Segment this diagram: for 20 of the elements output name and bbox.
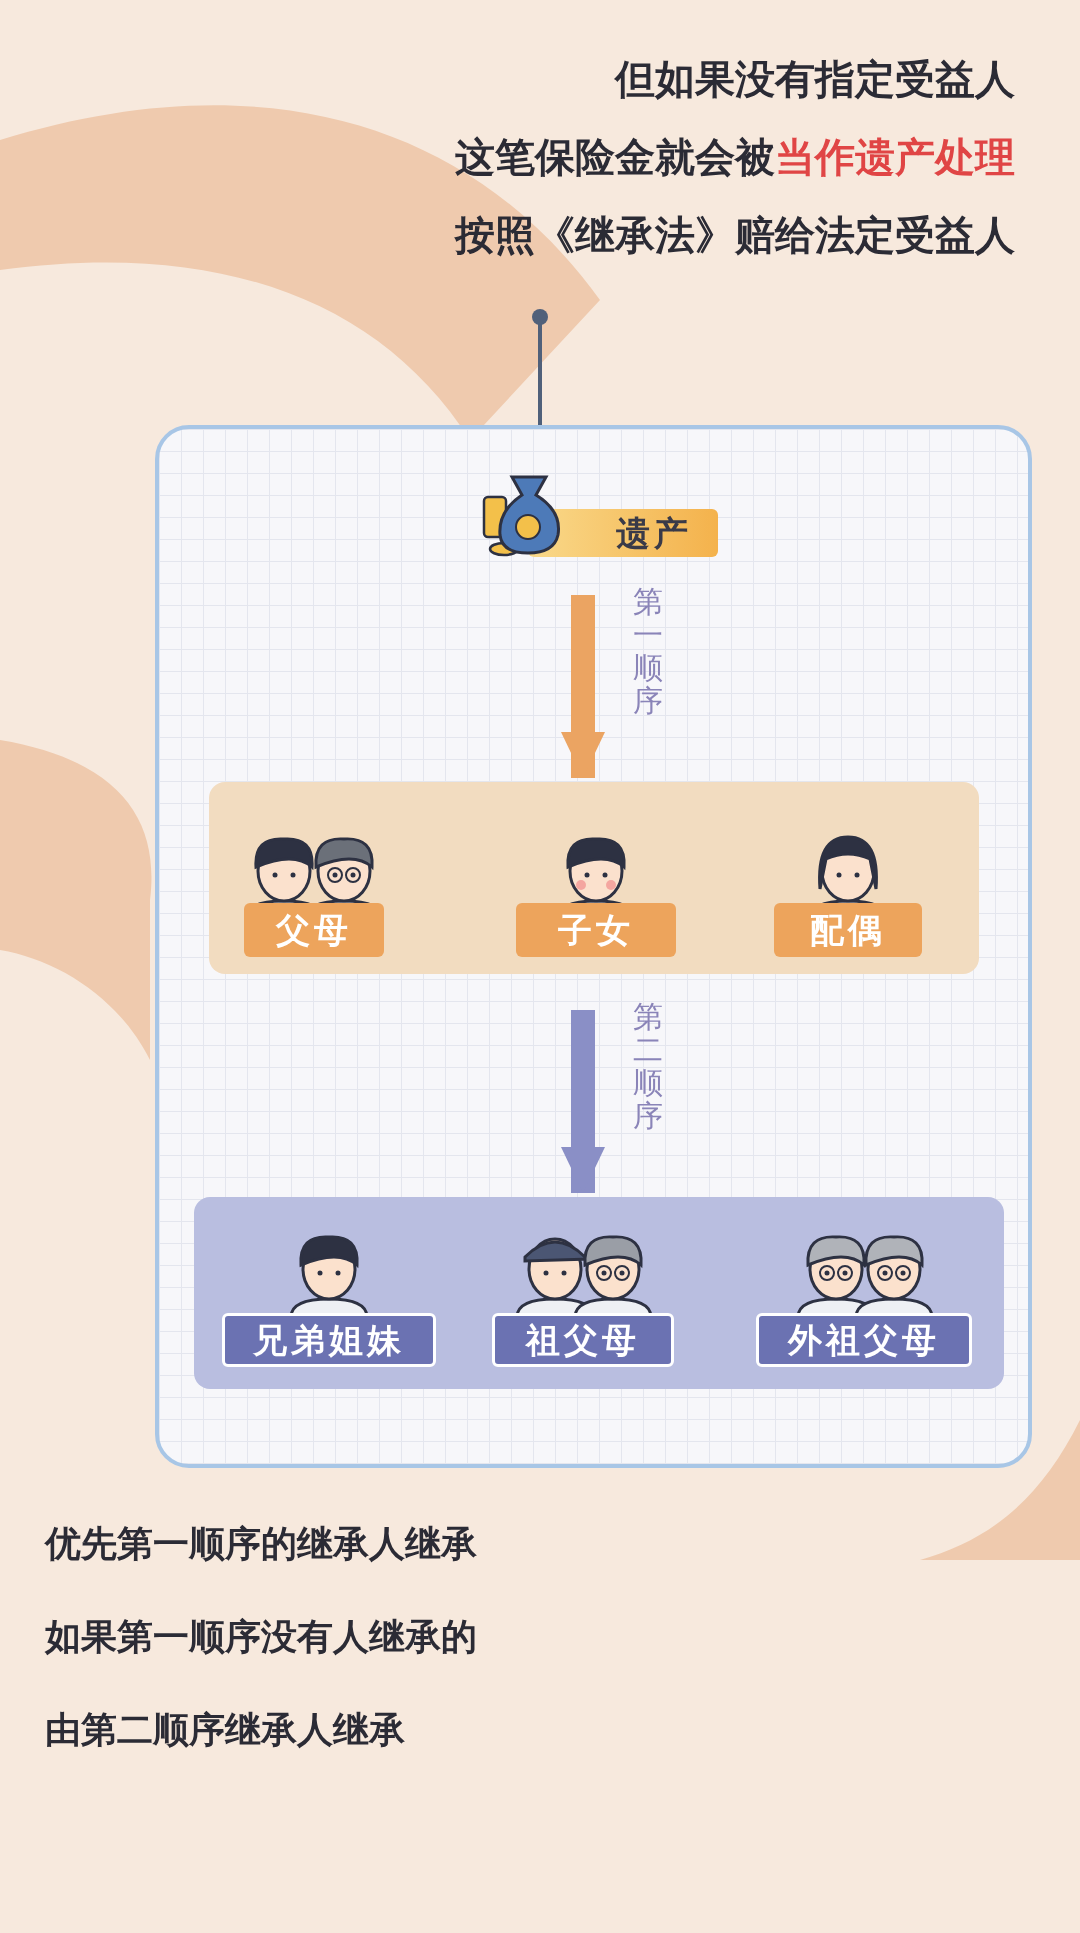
panel-card — [155, 425, 1032, 1468]
name-tag: 外祖父母 — [756, 1313, 972, 1367]
name-tag: 祖父母 — [492, 1313, 674, 1367]
text-line: 按照《继承法》赔给法定受益人 — [453, 211, 1015, 259]
edge-label: 第二顺序 — [633, 1000, 663, 1132]
text-line: 这笔保险金就会被当作遗产处理 — [454, 133, 1015, 181]
name-tag: 父母 — [244, 903, 384, 957]
name-tag: 兄弟姐妹 — [222, 1313, 436, 1367]
note-text: 优先第一顺序的继承人继承 — [45, 1522, 477, 1566]
arrow — [561, 1010, 605, 1193]
group-band — [209, 782, 979, 974]
name-tag: 子女 — [516, 903, 676, 957]
text-line: 但如果没有指定受益人 — [613, 55, 1015, 103]
name-tag: 配偶 — [774, 903, 922, 957]
note-text: 由第二顺序继承人继承 — [45, 1708, 405, 1752]
group-band — [194, 1197, 1004, 1389]
arrow — [561, 595, 605, 778]
edge-label: 第一顺序 — [633, 585, 663, 717]
connector-line — [532, 309, 548, 425]
note-text: 如果第一顺序没有人继承的 — [45, 1615, 477, 1659]
